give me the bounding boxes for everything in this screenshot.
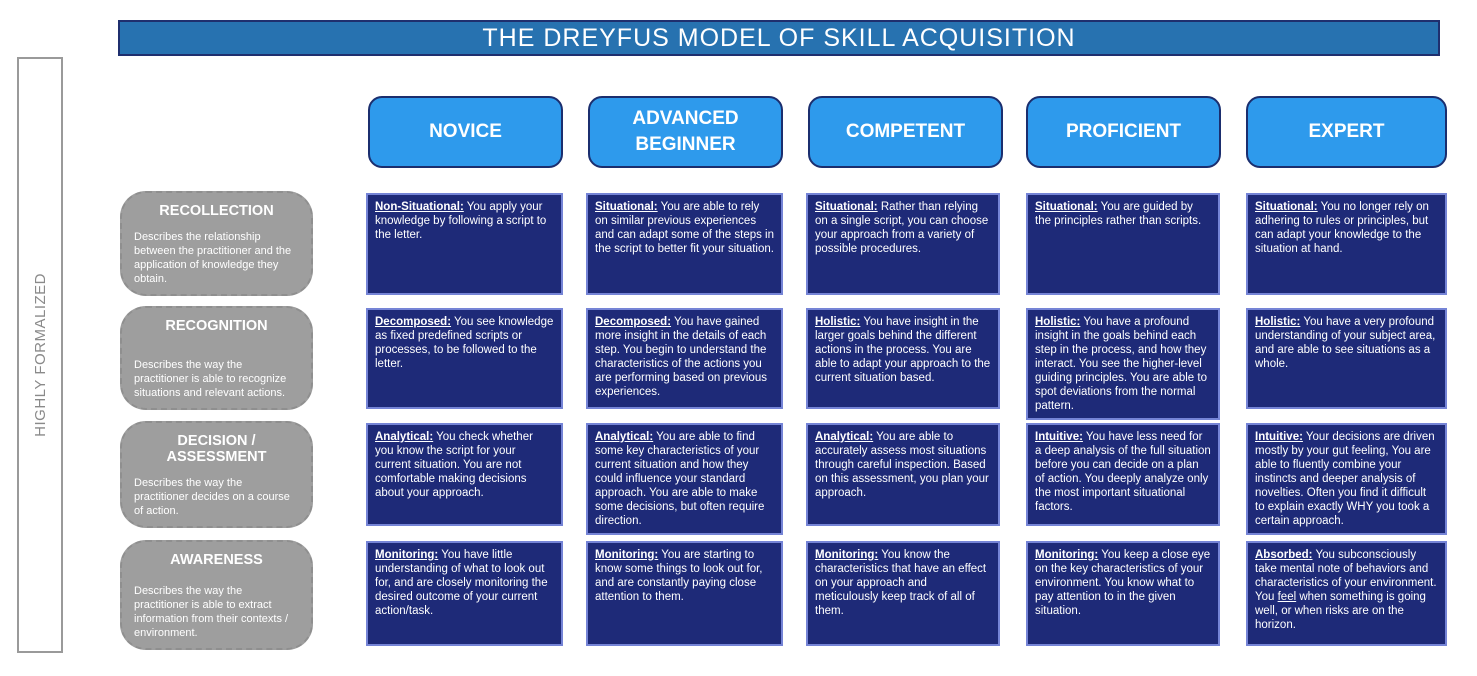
matrix-cell-recognition-novice: Decomposed: You see knowledge as fixed p… bbox=[366, 308, 563, 409]
matrix-cell-recollection-competent: Situational: Rather than relying on a si… bbox=[806, 193, 1000, 295]
cell-text: You have a profound insight in the goals… bbox=[1035, 316, 1207, 413]
column-header-competent: COMPETENT bbox=[808, 96, 1003, 168]
row-header-awareness: AWARENESS Describes the way the practiti… bbox=[120, 540, 313, 650]
cell-term: Decomposed: bbox=[375, 316, 452, 328]
matrix-cell-recognition-competent: Holistic: You have insight in the larger… bbox=[806, 308, 1000, 409]
column-header-expert: EXPERT bbox=[1246, 96, 1447, 168]
matrix-cell-awareness-expert: Absorbed: You subconsciously take mental… bbox=[1246, 541, 1447, 646]
cell-term: Holistic: bbox=[1035, 316, 1081, 328]
cell-term: Absorbed: bbox=[1255, 549, 1313, 561]
cell-term: Monitoring: bbox=[595, 549, 659, 561]
cell-text: You see knowledge as fixed predefined sc… bbox=[375, 316, 554, 371]
matrix-cell-awareness-novice: Monitoring: You have little understandin… bbox=[366, 541, 563, 646]
cell-text: You check whether you know the script fo… bbox=[375, 431, 533, 500]
cell-term: Analytical: bbox=[595, 431, 654, 443]
cell-text: Rather than relying on a single script, … bbox=[815, 201, 989, 256]
row-header-description: Describes the relationship between the p… bbox=[134, 230, 292, 285]
matrix-cell-awareness-advanced-beginner: Monitoring: You are starting to know som… bbox=[586, 541, 783, 646]
cell-text: You know the characteristics that have a… bbox=[815, 549, 987, 618]
cell-term: Situational: bbox=[815, 201, 878, 213]
row-header-description: Describes the way the practitioner decid… bbox=[134, 476, 290, 517]
column-header-proficient: PROFICIENT bbox=[1026, 96, 1221, 168]
matrix-cell-decision-assessment-expert: Intuitive: Your decisions are driven mos… bbox=[1246, 423, 1447, 536]
matrix-cell-awareness-proficient: Monitoring: You keep a close eye on the … bbox=[1026, 541, 1220, 646]
cell-text: You have less need for a deep analysis o… bbox=[1035, 431, 1211, 514]
row-header-title: DECISION / ASSESSMENT bbox=[166, 433, 267, 465]
matrix-cell-recollection-expert: Situational: You no longer rely on adher… bbox=[1246, 193, 1447, 295]
cell-term: Holistic: bbox=[1255, 316, 1301, 328]
matrix-cell-recognition-expert: Holistic: You have a very profound under… bbox=[1246, 308, 1447, 409]
row-header-description: Describes the way the practitioner is ab… bbox=[134, 358, 287, 399]
cell-term: Analytical: bbox=[375, 431, 434, 443]
side-label-box: HIGHLY FORMALIZED bbox=[17, 57, 63, 653]
cell-text: You have a very profound understanding o… bbox=[1255, 316, 1436, 371]
matrix-cell-decision-assessment-novice: Analytical: You check whether you know t… bbox=[366, 423, 563, 526]
matrix-cell-decision-assessment-competent: Analytical: You are able to accurately a… bbox=[806, 423, 1000, 526]
cell-text: You have little understanding of what to… bbox=[375, 549, 548, 618]
row-header-recognition: RECOGNITION Describes the way the practi… bbox=[120, 306, 313, 410]
row-header-description: Describes the way the practitioner is ab… bbox=[134, 584, 289, 639]
matrix-cell-decision-assessment-proficient: Intuitive: You have less need for a deep… bbox=[1026, 423, 1220, 526]
matrix-cell-recollection-advanced-beginner: Situational: You are able to rely on sim… bbox=[586, 193, 783, 295]
column-header-advanced-beginner: ADVANCED BEGINNER bbox=[588, 96, 783, 168]
cell-text: You have insight in the larger goals beh… bbox=[815, 316, 991, 385]
column-header-label: ADVANCED BEGINNER bbox=[632, 108, 739, 155]
cell-text: You are guided by the principles rather … bbox=[1035, 201, 1202, 228]
cell-text: You have gained more insight in the deta… bbox=[595, 316, 767, 399]
matrix-cell-recognition-advanced-beginner: Decomposed: You have gained more insight… bbox=[586, 308, 783, 409]
cell-term: Intuitive: bbox=[1255, 431, 1303, 443]
cell-term: Monitoring: bbox=[1035, 549, 1099, 561]
cell-text: You are starting to know some things to … bbox=[595, 549, 763, 604]
matrix-cell-recollection-novice: Non-Situational: You apply your knowledg… bbox=[366, 193, 563, 295]
cell-term: Holistic: bbox=[815, 316, 861, 328]
cell-text: Your decisions are driven mostly by your… bbox=[1255, 431, 1435, 528]
cell-text: You keep a close eye on the key characte… bbox=[1035, 549, 1211, 618]
matrix-cell-recognition-proficient: Holistic: You have a profound insight in… bbox=[1026, 308, 1220, 421]
cell-term: Analytical: bbox=[815, 431, 874, 443]
matrix-cell-decision-assessment-advanced-beginner: Analytical: You are able to find some ke… bbox=[586, 423, 783, 536]
row-header-title: AWARENESS bbox=[170, 552, 263, 568]
column-header-label: EXPERT bbox=[1308, 121, 1385, 143]
cell-text: You are able to accurately assess most s… bbox=[815, 431, 989, 500]
matrix-cell-recollection-proficient: Situational: You are guided by the princ… bbox=[1026, 193, 1220, 295]
row-header-decision-assessment: DECISION / ASSESSMENT Describes the way … bbox=[120, 421, 313, 528]
row-header-title: RECOGNITION bbox=[165, 318, 268, 334]
cell-text: You are able to rely on similar previous… bbox=[595, 201, 775, 256]
cell-term: Situational: bbox=[595, 201, 658, 213]
column-header-label: NOVICE bbox=[429, 121, 502, 143]
column-header-label: PROFICIENT bbox=[1065, 121, 1182, 143]
row-header-title: RECOLLECTION bbox=[159, 203, 274, 219]
cell-term: Intuitive: bbox=[1035, 431, 1083, 443]
cell-term: Decomposed: bbox=[595, 316, 672, 328]
cell-term: Monitoring: bbox=[375, 549, 439, 561]
cell-term: Monitoring: bbox=[815, 549, 879, 561]
side-label: HIGHLY FORMALIZED bbox=[31, 273, 49, 437]
column-header-label: COMPETENT bbox=[845, 121, 966, 143]
column-header-novice: NOVICE bbox=[368, 96, 563, 168]
row-header-recollection: RECOLLECTION Describes the relationship … bbox=[120, 191, 313, 296]
cell-text: You no longer rely on adhering to rules … bbox=[1255, 201, 1429, 256]
matrix-cell-awareness-competent: Monitoring: You know the characteristics… bbox=[806, 541, 1000, 646]
cell-term: Non-Situational: bbox=[375, 201, 464, 213]
title-bar: THE DREYFUS MODEL OF SKILL ACQUISITION bbox=[118, 20, 1440, 56]
cell-term: Situational: bbox=[1035, 201, 1098, 213]
cell-text: You apply your knowledge by following a … bbox=[375, 201, 547, 242]
cell-text: You subconsciously take mental note of b… bbox=[1255, 549, 1437, 632]
cell-text: You are able to find some key characteri… bbox=[595, 431, 765, 528]
cell-term: Situational: bbox=[1255, 201, 1318, 213]
page-title: THE DREYFUS MODEL OF SKILL ACQUISITION bbox=[482, 23, 1076, 52]
